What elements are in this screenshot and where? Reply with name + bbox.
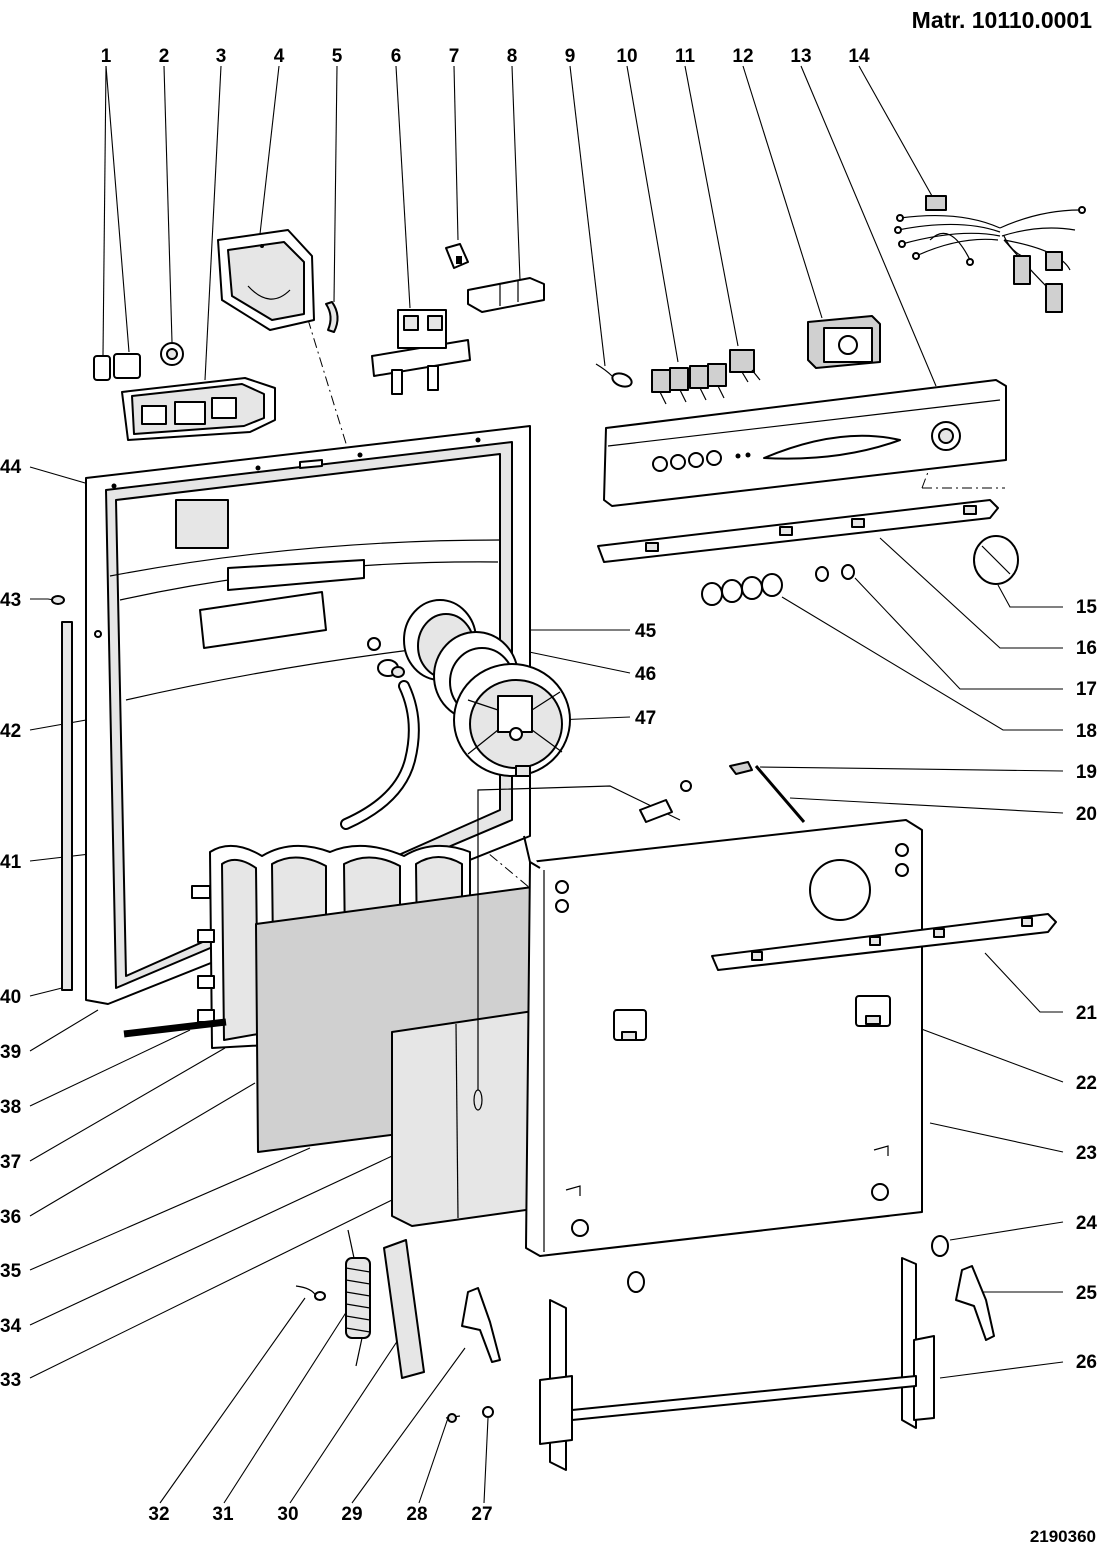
part-12-timer	[807, 315, 881, 369]
part-25-hinge-arm	[955, 1265, 995, 1341]
callout-15: 15	[1076, 597, 1098, 618]
callout-44: 44	[0, 457, 22, 478]
callout-45: 45	[635, 621, 657, 642]
callout-11: 11	[675, 46, 696, 67]
callout-24: 24	[1076, 1213, 1098, 1234]
callout-23: 23	[1076, 1143, 1097, 1164]
callout-37: 37	[0, 1152, 21, 1173]
part-26-frame	[539, 1257, 935, 1471]
callout-16: 16	[1076, 638, 1097, 659]
part-16-trim-strip	[597, 499, 999, 563]
part-4-cover	[217, 229, 315, 331]
callout-31: 31	[212, 1504, 234, 1525]
callout-10: 10	[616, 46, 637, 67]
part-5-clip	[325, 301, 339, 333]
part-23-outer-door	[523, 819, 923, 1257]
top-callout-numbers: 1 2 3 4 5 6 7 8 9 10 11 12 13 14	[101, 46, 870, 67]
part-6-door-lock	[371, 309, 471, 395]
callout-42: 42	[0, 721, 21, 742]
part-40-seal	[61, 621, 73, 991]
part-31-spring	[345, 1229, 371, 1367]
drawing-code: 2190360	[1030, 1527, 1096, 1546]
part-8-lever	[467, 277, 545, 313]
callout-30: 30	[277, 1504, 298, 1525]
callout-20: 20	[1076, 804, 1097, 825]
part-27-washer	[482, 1406, 494, 1418]
part-15-knob	[973, 535, 1019, 585]
part-21-strip	[711, 913, 1057, 971]
callout-17: 17	[1076, 679, 1097, 700]
callout-33: 33	[0, 1370, 21, 1391]
part-47-fan-motor	[453, 663, 571, 777]
callout-32: 32	[148, 1504, 169, 1525]
left-callout-numbers: 33 34 35 36 37 38 39 40 41 42 43 44	[0, 457, 22, 1391]
part-28-screw	[445, 1413, 461, 1423]
part-7-switch	[445, 243, 469, 269]
part-30-tube	[383, 1239, 425, 1379]
callout-26: 26	[1076, 1352, 1097, 1373]
callout-22: 22	[1076, 1073, 1097, 1094]
callout-38: 38	[0, 1097, 21, 1118]
callout-13: 13	[790, 46, 811, 67]
part-19-key	[729, 761, 753, 775]
part-24-foot	[627, 1235, 949, 1293]
part-14-wiring-harness	[894, 195, 1086, 313]
callout-5: 5	[332, 46, 343, 67]
callout-21: 21	[1076, 1003, 1098, 1024]
part-17-buttons	[815, 564, 855, 582]
callout-3: 3	[216, 46, 227, 67]
callout-4: 4	[274, 46, 285, 67]
callout-29: 29	[341, 1504, 362, 1525]
callout-34: 34	[0, 1316, 22, 1337]
part-29-hinge-arm	[461, 1287, 501, 1363]
part-3-dispenser	[121, 377, 276, 441]
callout-46: 46	[635, 664, 656, 685]
part-38-bar	[123, 1018, 227, 1038]
part-42-connector	[377, 659, 405, 678]
part-9-sensor	[595, 363, 633, 388]
bottom-callout-numbers: 27 28 29 30 31 32	[148, 1504, 492, 1525]
part-20-rod	[754, 765, 806, 823]
callout-2: 2	[159, 46, 170, 67]
callout-43: 43	[0, 590, 21, 611]
callout-12: 12	[732, 46, 753, 67]
part-11-switch	[729, 349, 761, 383]
callout-36: 36	[0, 1207, 21, 1228]
part-22-hinge-plate	[855, 995, 891, 1027]
callout-14: 14	[848, 46, 870, 67]
callout-39: 39	[0, 1042, 21, 1063]
callout-41: 41	[0, 852, 22, 873]
callout-18: 18	[1076, 721, 1097, 742]
part-33-pad	[391, 1009, 541, 1227]
callout-6: 6	[391, 46, 402, 67]
part-18-push-buttons	[701, 573, 783, 606]
callout-25: 25	[1076, 1283, 1098, 1304]
part-1-gaskets	[93, 353, 141, 381]
callout-28: 28	[406, 1504, 427, 1525]
part-2-grommet	[160, 342, 184, 366]
callout-19: 19	[1076, 762, 1097, 783]
callout-9: 9	[565, 46, 576, 67]
callout-7: 7	[449, 46, 460, 67]
callout-40: 40	[0, 987, 21, 1008]
right-callout-numbers: 15 16 17 18 19 20 21 22 23 24 25 26 45 4…	[635, 597, 1097, 1373]
callout-1: 1	[101, 46, 112, 67]
part-34-cable	[473, 780, 692, 1111]
part-43-screw	[51, 595, 65, 605]
callout-8: 8	[507, 46, 518, 67]
callout-27: 27	[471, 1504, 492, 1525]
callout-35: 35	[0, 1261, 22, 1282]
part-41-hose	[340, 680, 420, 830]
part-10-switches	[651, 363, 727, 405]
part-13-control-panel	[603, 379, 1007, 507]
material-code: Matr. 10110.0001	[912, 7, 1093, 33]
part-32-pin	[295, 1285, 326, 1301]
callout-47: 47	[635, 708, 656, 729]
